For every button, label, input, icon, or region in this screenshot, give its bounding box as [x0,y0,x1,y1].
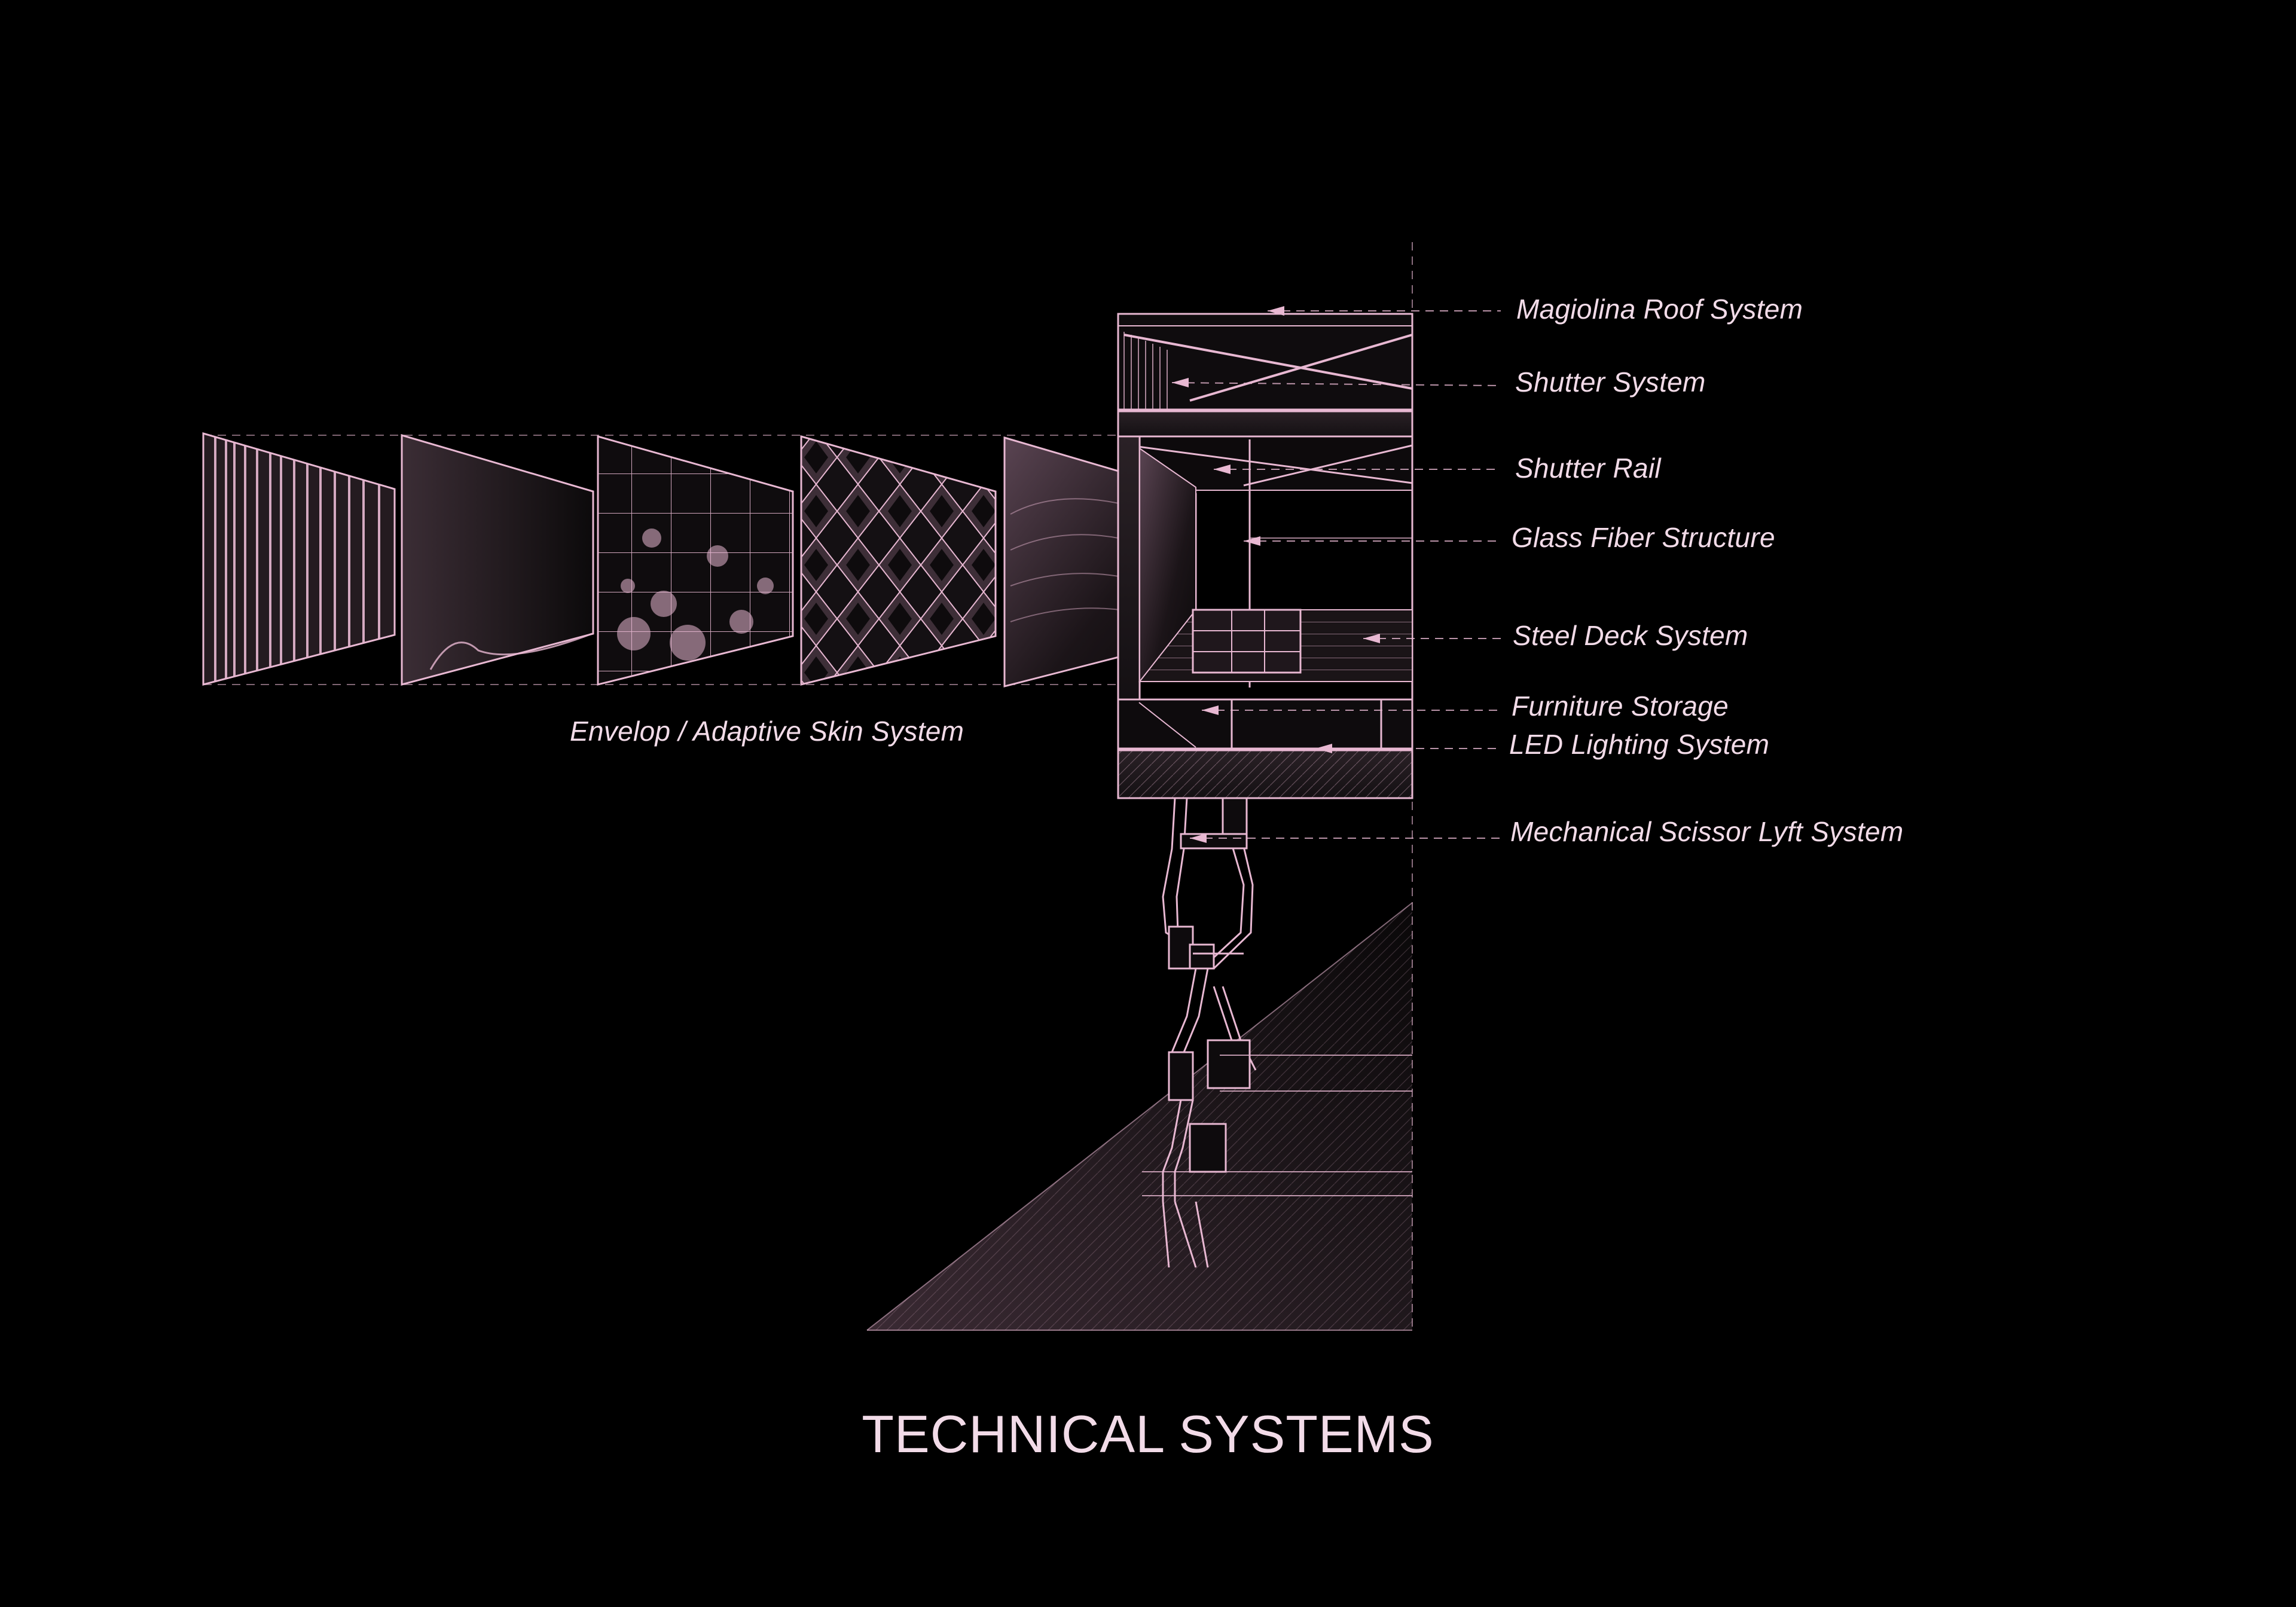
skin-panel-1 [202,432,396,686]
panel-guide-lines [203,435,1124,685]
label-furniture-storage: Furniture Storage [1512,691,1729,722]
skin-panel-2 [401,433,594,686]
page-title: TECHNICAL SYSTEMS [862,1404,1434,1464]
label-shutter-system: Shutter System [1515,366,1706,398]
label-magiolina-roof-system: Magiolina Roof System [1516,294,1803,325]
label-glass-fiber-structure: Glass Fiber Structure [1512,522,1775,553]
label-shutter-rail: Shutter Rail [1515,453,1661,484]
label-led-lighting-system: LED Lighting System [1509,729,1770,760]
ground-plane [866,902,1413,1331]
habitation-unit [1117,313,1413,799]
skin-panel-3 [597,435,794,686]
label-envelop-adaptive-skin-system: Envelop / Adaptive Skin System [570,716,964,747]
skin-panel-4 [800,435,997,686]
label-steel-deck-system: Steel Deck System [1513,620,1748,651]
scissor-lift [1142,797,1412,1268]
label-mechanical-scissor-lyft-system: Mechanical Scissor Lyft System [1510,816,1904,847]
callout-arrowheads [1172,306,1380,843]
callout-leaders [1171,310,1501,839]
